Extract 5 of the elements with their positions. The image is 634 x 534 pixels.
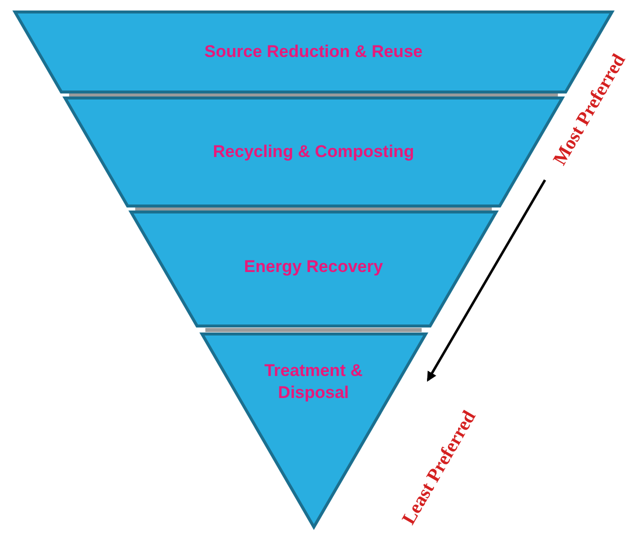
band-label: Source Reduction & Reuse <box>204 40 423 63</box>
band-label: Treatment & Disposal <box>263 360 364 404</box>
pyramid-band <box>130 212 496 326</box>
band-label: Energy Recovery <box>244 256 383 278</box>
band-label: Recycling & Composting <box>212 140 414 163</box>
